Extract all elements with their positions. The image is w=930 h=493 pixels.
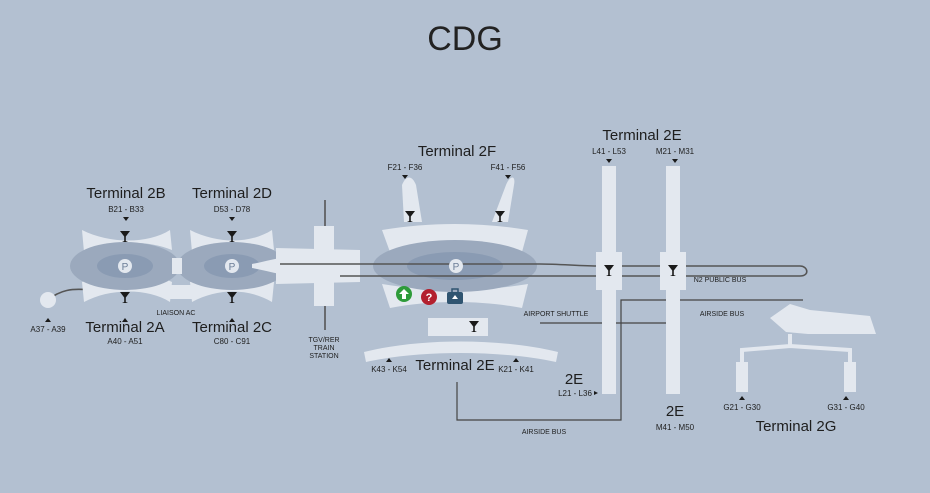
terminal-2e-k-label: Terminal 2E xyxy=(415,357,494,374)
gate-arrow-icon xyxy=(122,318,128,322)
svg-text:P: P xyxy=(229,262,236,273)
airside-bus-label-right: AIRSIDE BUS xyxy=(700,311,745,318)
loop-west-end xyxy=(252,258,280,274)
terminal-2d-label: Terminal 2D xyxy=(192,185,272,202)
tgv-rer-station xyxy=(314,226,334,306)
satellite-a37 xyxy=(40,292,56,308)
pier-g21 xyxy=(736,362,748,392)
pier-g31 xyxy=(844,362,856,392)
terminal-2e-gates-k-left: K43 - K54 xyxy=(371,365,407,374)
terminal-2e-k-building xyxy=(364,341,558,362)
gate-arrow-icon xyxy=(123,217,129,221)
terminal-2e-k-hub xyxy=(428,318,488,336)
terminal-2c-gates: C80 - C91 xyxy=(214,337,251,346)
terminal-2e-gates-k-right: K21 - K41 xyxy=(498,365,534,374)
station-label-line1: TGV/RER xyxy=(308,337,339,344)
map-title: CDG xyxy=(427,20,503,58)
hub-loop-track xyxy=(276,263,808,277)
terminal-2g-walkway xyxy=(740,334,852,362)
terminal-2a-gates: A40 - A51 xyxy=(107,337,143,346)
gate-arrow-icon xyxy=(505,175,511,179)
gates-a37-label: A37 - A39 xyxy=(30,325,66,334)
gate-arrow-icon xyxy=(45,318,51,322)
liaison-ac-label: LIAISON AC xyxy=(157,310,196,317)
gate-arrow-icon xyxy=(843,396,849,400)
terminal-2g-label: Terminal 2G xyxy=(756,418,837,435)
station-label-line3: STATION xyxy=(309,353,338,360)
gate-arrow-icon xyxy=(739,396,745,400)
connector-ab-cd xyxy=(172,258,182,274)
liaison-ac-building xyxy=(168,285,192,299)
cocktail-icon xyxy=(227,231,237,242)
gate-arrow-icon xyxy=(229,217,235,221)
airport-shuttle-label: AIRPORT SHUTTLE xyxy=(524,311,589,318)
terminal-2b-label: Terminal 2B xyxy=(86,185,165,202)
terminal-2g-gates-left: G21 - G30 xyxy=(723,403,761,412)
n2-public-bus-label: N2 PUBLIC BUS xyxy=(694,277,747,284)
airside-bus-route xyxy=(456,299,803,421)
gate-arrow-icon xyxy=(402,175,408,179)
terminal-2e-m-gates: M41 - M50 xyxy=(656,423,695,432)
exit-arrow-icon xyxy=(396,286,412,302)
terminal-2a-label: Terminal 2A xyxy=(85,319,164,336)
parking-icon: P xyxy=(225,259,239,273)
luggage-icon xyxy=(447,288,463,304)
airside-bus-label-bottom: AIRSIDE BUS xyxy=(522,429,567,436)
terminal-2c-label: Terminal 2C xyxy=(192,319,272,336)
terminal-2e-l-label: 2E xyxy=(565,371,583,388)
svg-text:P: P xyxy=(122,262,129,273)
terminal-2g-hub xyxy=(770,304,876,334)
svg-text:P: P xyxy=(453,262,460,273)
cocktail-icon xyxy=(120,292,130,303)
cocktail-icon xyxy=(227,292,237,303)
terminal-2e-top-label: Terminal 2E xyxy=(602,127,681,144)
terminal-2b-building xyxy=(82,230,172,252)
station-label-line2: TRAIN xyxy=(314,345,335,352)
gate-arrow-icon xyxy=(229,318,235,322)
svg-text:?: ? xyxy=(426,292,433,304)
help-icon: ? xyxy=(421,289,437,305)
terminal-2e-gates-m: M21 - M31 xyxy=(656,147,695,156)
terminal-2d-gates: D53 - D78 xyxy=(214,205,251,214)
terminal-2g-gates-right: G31 - G40 xyxy=(827,403,865,412)
pier-f21 xyxy=(402,177,422,222)
gate-arrow-icon xyxy=(513,358,519,362)
pier-f41 xyxy=(492,177,515,222)
gate-arrow-icon xyxy=(672,159,678,163)
terminal-2b-gates: B21 - B33 xyxy=(108,205,144,214)
parking-icon: P xyxy=(449,259,463,273)
terminal-2f-label: Terminal 2F xyxy=(418,143,496,160)
terminal-2f-gates-left: F21 - F36 xyxy=(388,163,423,172)
gate-arrow-icon xyxy=(606,159,612,163)
gate-arrow-icon xyxy=(386,358,392,362)
terminal-2f-gates-right: F41 - F56 xyxy=(491,163,526,172)
parking-icon: P xyxy=(118,259,132,273)
terminal-2e-l-gates: L21 - L36 xyxy=(558,389,592,398)
terminal-2e-m-label: 2E xyxy=(666,403,684,420)
terminal-2e-gates-l: L41 - L53 xyxy=(592,147,626,156)
gate-arrow-icon xyxy=(594,391,598,395)
